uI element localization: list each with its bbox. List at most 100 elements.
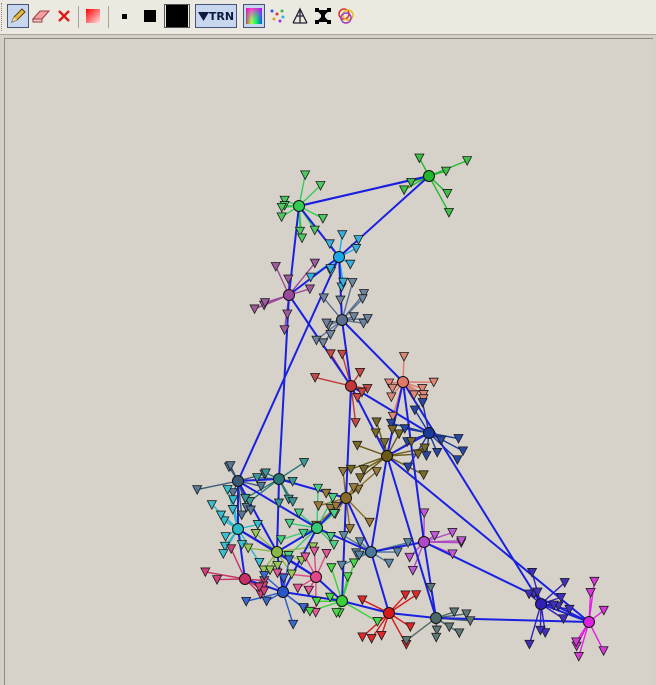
leaf-node[interactable] — [433, 448, 442, 457]
leaf-node[interactable] — [322, 549, 331, 558]
leaf-node[interactable] — [326, 350, 335, 359]
leaf-node[interactable] — [221, 533, 230, 542]
color-wheel-button[interactable] — [243, 4, 265, 28]
leaf-node[interactable] — [350, 559, 359, 568]
network-button[interactable] — [289, 4, 311, 28]
leaf-node[interactable] — [367, 635, 376, 644]
leaf-node[interactable] — [574, 652, 583, 661]
leaf-node[interactable] — [304, 586, 313, 595]
leaf-node[interactable] — [384, 559, 393, 568]
hub-node[interactable] — [312, 523, 323, 534]
hub-node[interactable] — [536, 599, 547, 610]
leaf-node[interactable] — [255, 558, 264, 567]
leaf-node[interactable] — [338, 350, 347, 359]
leaf-node[interactable] — [455, 629, 464, 638]
leaf-node[interactable] — [329, 541, 338, 550]
leaf-node[interactable] — [283, 310, 292, 319]
leaf-node[interactable] — [358, 596, 367, 605]
leaf-node[interactable] — [346, 260, 355, 269]
leaf-node[interactable] — [405, 553, 414, 562]
leaf-node[interactable] — [406, 623, 415, 632]
leaf-node[interactable] — [353, 441, 362, 450]
layout-button[interactable] — [312, 4, 334, 28]
erase-button[interactable] — [30, 4, 52, 28]
hub-node[interactable] — [366, 547, 377, 558]
leaf-node[interactable] — [343, 573, 352, 582]
graph-canvas[interactable] — [4, 38, 653, 685]
leaf-node[interactable] — [410, 406, 419, 415]
node-color-button[interactable] — [82, 4, 104, 28]
leaf-node[interactable] — [325, 240, 334, 249]
hub-node[interactable] — [284, 290, 295, 301]
hub-node[interactable] — [584, 617, 595, 628]
leaf-node[interactable] — [257, 482, 266, 491]
leaf-node[interactable] — [227, 545, 236, 554]
hub-node[interactable] — [337, 596, 348, 607]
leaf-node[interactable] — [454, 435, 463, 444]
leaf-node[interactable] — [387, 393, 396, 402]
leaf-node[interactable] — [459, 447, 468, 456]
hub-node[interactable] — [398, 377, 409, 388]
leaf-node[interactable] — [289, 620, 298, 629]
leaf-node[interactable] — [395, 430, 404, 439]
hub-node[interactable] — [384, 608, 395, 619]
hub-node[interactable] — [294, 201, 305, 212]
leaf-node[interactable] — [432, 633, 441, 642]
hub-node[interactable] — [240, 574, 251, 585]
leaf-node[interactable] — [408, 566, 417, 575]
leaf-node[interactable] — [371, 429, 380, 438]
leaf-node[interactable] — [242, 597, 251, 606]
hub-node[interactable] — [278, 587, 289, 598]
toolbar-grip[interactable] — [1, 3, 5, 31]
leaf-node[interactable] — [377, 631, 386, 640]
hub-node[interactable] — [382, 451, 393, 462]
leaf-node[interactable] — [590, 577, 599, 586]
leaf-node[interactable] — [463, 157, 472, 166]
leaf-node[interactable] — [271, 263, 280, 272]
hub-node[interactable] — [272, 547, 283, 558]
leaf-node[interactable] — [351, 419, 360, 428]
venn-button[interactable] — [335, 4, 357, 28]
leaf-node[interactable] — [586, 589, 595, 598]
draw-button[interactable] — [7, 4, 29, 28]
leaf-node[interactable] — [337, 561, 346, 570]
hub-node[interactable] — [337, 315, 348, 326]
leaf-node[interactable] — [400, 352, 409, 361]
leaf-node[interactable] — [419, 471, 428, 480]
leaf-node[interactable] — [599, 647, 608, 656]
hub-node[interactable] — [233, 524, 244, 535]
scatter-button[interactable] — [266, 4, 288, 28]
leaf-node[interactable] — [326, 532, 335, 541]
trn-button[interactable]: TRN — [195, 4, 237, 28]
leaf-node[interactable] — [400, 186, 409, 195]
hub-node[interactable] — [311, 572, 322, 583]
hub-node[interactable] — [334, 252, 345, 263]
leaf-node[interactable] — [318, 214, 327, 223]
leaf-node[interactable] — [193, 486, 202, 495]
leaf-node[interactable] — [356, 368, 365, 377]
leaf-node[interactable] — [319, 339, 328, 348]
hub-node[interactable] — [274, 474, 285, 485]
leaf-node[interactable] — [293, 584, 302, 593]
leaf-node[interactable] — [338, 231, 347, 240]
hub-node[interactable] — [346, 381, 357, 392]
leaf-node[interactable] — [327, 564, 336, 573]
leaf-node[interactable] — [445, 623, 454, 632]
leaf-node[interactable] — [525, 640, 534, 649]
medium-node-button[interactable] — [139, 4, 161, 28]
leaf-node[interactable] — [219, 550, 228, 559]
hub-node[interactable] — [341, 493, 352, 504]
small-node-button[interactable] — [113, 4, 135, 28]
large-node-button[interactable] — [164, 4, 190, 28]
leaf-node[interactable] — [365, 518, 374, 527]
hub-node[interactable] — [424, 171, 435, 182]
leaf-node[interactable] — [250, 305, 259, 314]
leaf-node[interactable] — [348, 279, 357, 288]
leaf-node[interactable] — [352, 244, 361, 253]
leaf-node[interactable] — [310, 547, 319, 556]
leaf-node[interactable] — [300, 459, 309, 468]
leaf-node[interactable] — [358, 633, 367, 642]
leaf-node[interactable] — [422, 452, 431, 461]
leaf-node[interactable] — [277, 213, 286, 222]
leaf-node[interactable] — [448, 529, 457, 538]
